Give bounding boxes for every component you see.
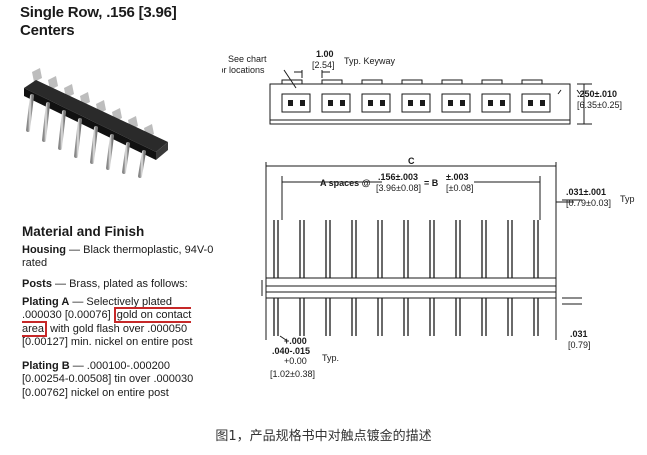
keyway-mm: [2.54] [312,60,335,70]
housing-body [24,80,168,152]
pin-typ-label: Typ [620,194,635,204]
page-title: Single Row, .156 [3.96] Centers [20,4,177,40]
plating-a-text-2: .000030 [0.00076] [22,309,114,322]
thickness-mm: [0.79] [568,340,591,350]
figure-caption: 图1，产品规格书中对触点镀金的描述 [215,429,432,444]
thickness-value: .031 [570,329,588,339]
top-view [269,69,592,125]
a-spaces-label: A spaces @ [320,178,371,188]
posts-text: — Brass, plated as follows: [51,278,188,290]
title-line-2: Centers [20,22,75,39]
pin-legs [26,94,146,178]
plating-b-label: Plating B [22,360,70,372]
plating-b-spec: Plating B — .000100-.000200 [0.00254-0.0… [22,360,217,400]
posts-label: Posts [22,278,52,290]
connector-photo [24,68,168,178]
tail-typ: Typ. [322,353,339,363]
posts-spec: Posts — Brass, plated as follows: [22,278,217,291]
front-view [261,162,582,341]
housing-text: — Black thermoplastic, 94V-0 rated [22,244,214,270]
plating-b-text: — .000100-.000200 [0.00254-0.00508] tin … [22,360,194,399]
c-label: C [408,156,415,166]
pitch-value: .156±.003 [378,172,418,182]
keyway-value: 1.00 [316,49,334,59]
pitch-mm: [3.96±0.08] [376,183,421,193]
plating-a-text-1: — Selectively plated [69,296,172,308]
pin-width-value: .031±.001 [566,187,606,197]
height-mm: [6.35±0.25] [577,100,622,110]
tail-plus: +.000 [284,336,307,346]
b-tolerance: ±.003 [446,172,468,182]
see-chart-label-2: for locations [222,65,265,75]
material-heading: Material and Finish [22,224,145,239]
b-tolerance-mm: [±0.08] [446,183,473,193]
height-value: .250±.010 [577,89,617,99]
tail-plus-mm: +0.00 [284,356,307,366]
housing-label: Housing [22,244,66,256]
gold-highlight-box: gold on contact area [22,307,192,337]
technical-drawing: See chart for locations 1.00 [2.54] Typ.… [222,49,635,379]
title-line-1: Single Row, .156 [3.96] [20,4,177,21]
plating-a-spec: Plating A — Selectively plated .000030 [… [22,296,217,350]
plating-a-text-3: with gold flash over .000050 [0.00127] m… [22,322,193,349]
housing-spec: Housing — Black thermoplastic, 94V-0 rat… [22,244,217,271]
plating-a-label: Plating A [22,296,70,308]
tail-mm: [1.02±0.38] [270,369,315,379]
tail-value: .040-.015 [272,346,310,356]
see-chart-label-1: See chart [228,54,267,64]
pin-width-mm: [0.79±0.03] [566,198,611,208]
equals-b-label: = B [424,178,439,188]
keyway-label: Typ. Keyway [344,56,396,66]
